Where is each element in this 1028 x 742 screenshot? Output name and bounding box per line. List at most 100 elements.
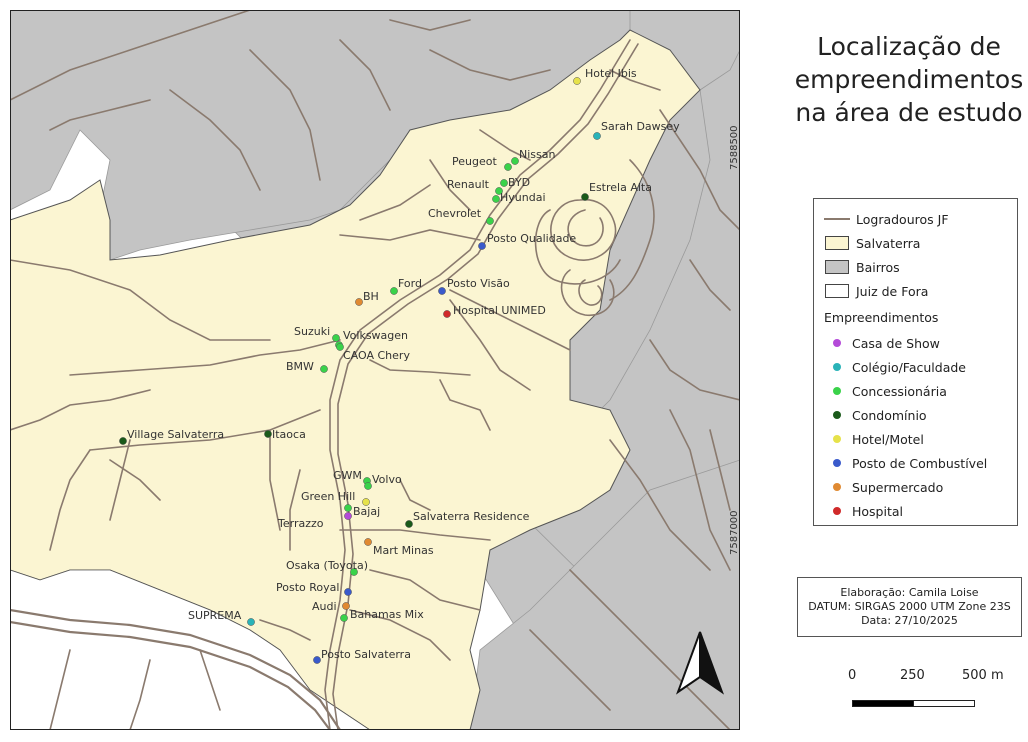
scale-label-0: 0 [848,668,857,683]
category-dot-icon [833,435,841,443]
poi-label: Renault [447,178,490,191]
poi-marker: Renault [447,178,503,195]
poi-label: Terrazzo [277,517,324,530]
legend-category-item: Condomínio [824,403,1017,427]
poi-label: Green Hill [301,490,355,503]
poi-label: Hyundai [500,191,546,204]
poi-marker: Mart Minas [364,538,434,557]
poi-label: Salvaterra Residence [413,510,530,523]
poi-marker: Salvaterra Residence [405,510,530,528]
scale-label-500: 500 m [962,668,1004,683]
category-dot-icon [833,339,841,347]
poi-dot-icon [362,498,370,506]
poi-marker: Volvo [364,473,402,490]
legend-category-item: Hospital [824,499,1017,523]
credits-box: Elaboração: Camila Loise DATUM: SIRGAS 2… [797,577,1022,637]
legend-header: Empreendimentos [824,309,939,325]
poi-marker: Posto Qualidade [478,232,576,250]
poi-dot-icon [390,287,398,295]
legend-category-item: Hotel/Motel [824,427,1017,451]
poi-dot-icon [350,568,358,576]
poi-marker: Bahamas Mix [340,608,424,622]
coord-y2: 7587000 [729,510,740,555]
poi-label: SUPREMA [188,609,242,622]
poi-label: GWM [333,469,362,482]
category-dot-icon [833,507,841,515]
poi-dot-icon [344,512,352,520]
poi-label: BYD [508,176,530,189]
poi-label: Village Salvaterra [127,428,224,441]
legend-category-label: Posto de Combustível [852,455,988,471]
legend-category-label: Concessionária [852,383,947,399]
poi-marker: BYD [500,176,530,189]
north-arrow-icon [675,631,725,695]
poi-label: Itaoca [272,428,306,441]
poi-marker: Hospital UNIMED [443,304,546,318]
poi-marker: Green Hill [301,490,370,506]
poi-label: Posto Visão [447,277,510,290]
legend-category-item: Colégio/Faculdade [824,355,1017,379]
poi-marker: Nissan [511,148,555,165]
poi-marker: Posto Salvaterra [313,648,411,664]
poi-label: Peugeot [452,155,497,168]
poi-marker: Itaoca [264,428,306,441]
poi-dot-icon [438,287,446,295]
poi-marker: CAOA Chery [336,343,410,362]
poi-marker: Chevrolet [428,207,494,225]
poi-marker: Village Salvaterra [119,428,224,445]
poi-label: Nissan [519,148,555,161]
poi-label: Osaka (Toyota) [286,559,368,572]
poi-dot-icon [504,163,512,171]
poi-label: BH [363,290,379,303]
poi-marker: Audi [312,600,350,613]
legend-category-item: Casa de Show [824,331,1017,355]
poi-dot-icon [342,602,350,610]
poi-marker: Bajaj [344,505,380,520]
poi-marker: Hyundai [492,191,546,204]
map-frame: 667500 669000 7588500 7587000 Hotel Ibis… [10,10,740,730]
poi-label: Posto Royal [276,581,339,594]
poi-marker: Posto Royal [276,581,352,596]
poi-dot-icon [364,538,372,546]
legend-category-label: Casa de Show [852,335,940,351]
poi-dot-icon [495,187,503,195]
poi-dot-icon [364,482,372,490]
poi-dot-icon [336,343,344,351]
juiz-de-fora-swatch-icon [825,284,849,298]
poi-dot-icon [340,614,348,622]
credits-author: Elaboração: Camila Loise [840,586,979,599]
poi-dot-icon [247,618,255,626]
category-dot-icon [833,459,841,467]
legend-category-item: Posto de Combustível [824,451,1017,475]
poi-dot-icon [332,334,340,342]
poi-label: BMW [286,360,314,373]
poi-label: CAOA Chery [343,349,410,362]
legend: Logradouros JF Salvaterra Bairros Juiz d… [813,198,1018,526]
poi-marker: Peugeot [452,155,512,171]
poi-dot-icon [511,157,519,165]
legend-juiz-de-fora: Juiz de Fora [824,279,1017,303]
poi-dot-icon [593,132,601,140]
poi-marker: Estrela Alta [581,181,652,201]
poi-dot-icon [573,77,581,85]
category-dot-icon [833,363,841,371]
credits-datum: DATUM: SIRGAS 2000 UTM Zone 23S [808,600,1011,613]
poi-label: Mart Minas [373,544,434,557]
bairros-swatch-icon [825,260,849,274]
poi-marker: BH [355,290,379,306]
legend-bairros: Bairros [824,255,1017,279]
poi-label: Hotel Ibis [585,67,637,80]
legend-category-label: Supermercado [852,479,944,495]
poi-label: Volvo [372,473,402,486]
poi-label: Bahamas Mix [350,608,424,621]
poi-label: Audi [312,600,337,613]
poi-marker: Posto Visão [438,277,510,295]
legend-category-label: Hotel/Motel [852,431,924,447]
poi-marker: Hotel Ibis [573,67,637,85]
legend-category-label: Colégio/Faculdade [852,359,966,375]
poi-marker: BMW [286,360,328,373]
legend-category-item: Supermercado [824,475,1017,499]
poi-dot-icon [355,298,363,306]
